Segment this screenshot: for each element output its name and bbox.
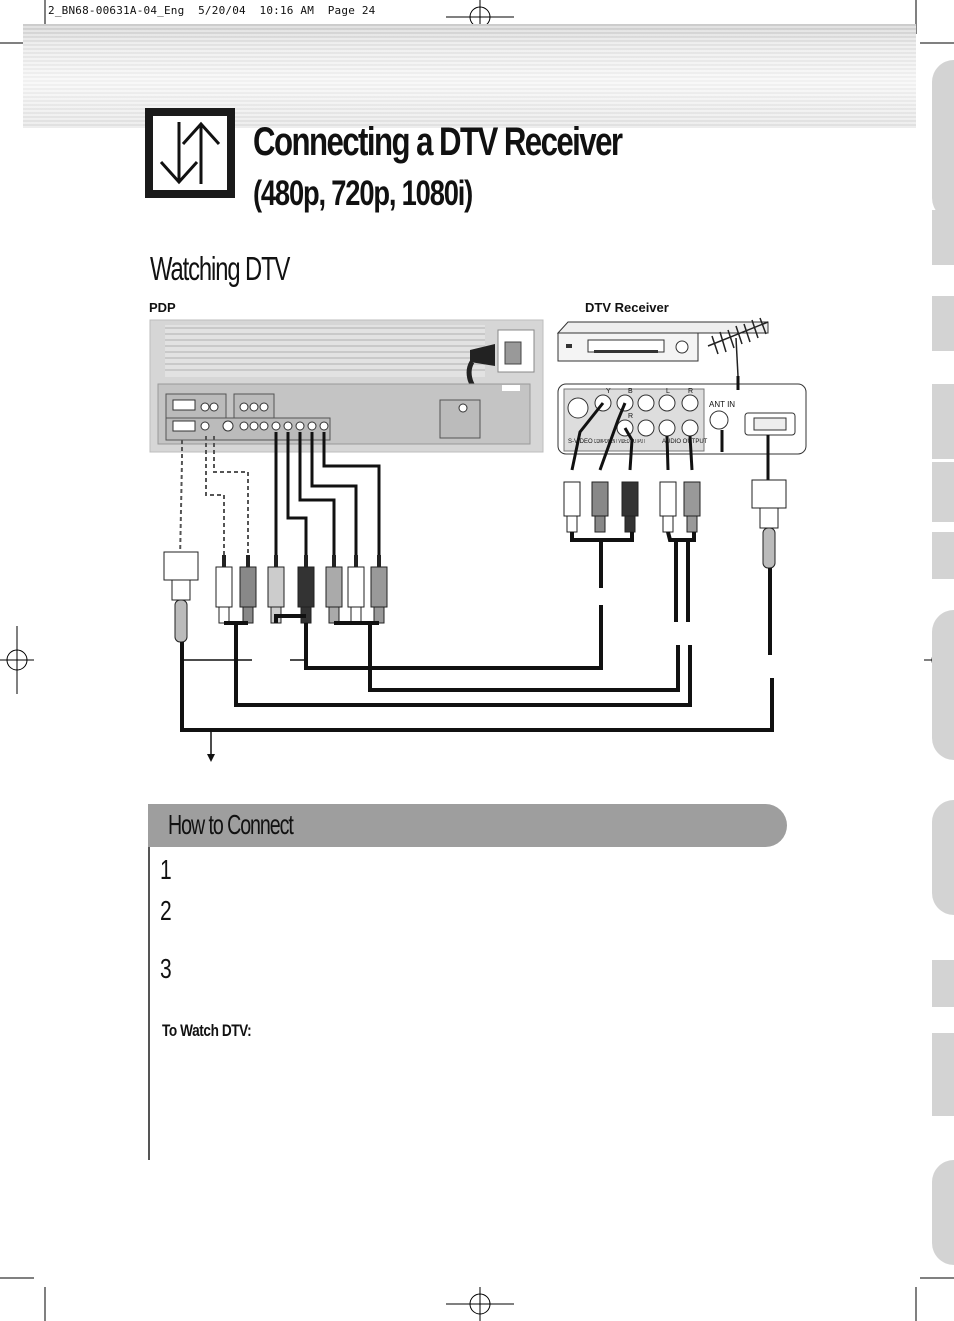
side-tab (932, 462, 954, 522)
side-tab (932, 532, 954, 579)
how-to-connect-title: How to Connect (168, 809, 294, 840)
jack-letter-l: L (666, 388, 670, 395)
s-video-label: S-VIDEO (568, 439, 593, 445)
how-to-connect-rule (148, 847, 150, 1160)
side-tab (932, 610, 954, 760)
pdp-label: PDP (149, 300, 176, 315)
dvi-plug-left (163, 551, 199, 643)
side-tab (932, 960, 954, 1007)
step-number: 1 (160, 854, 172, 885)
side-tab (932, 800, 954, 915)
side-tab (932, 210, 954, 265)
dtv-receiver-box (556, 317, 807, 455)
down-arrow-icon (207, 732, 215, 762)
step-number: 3 (160, 953, 172, 984)
rca-plug-row-left (215, 555, 388, 624)
side-tab (932, 1033, 954, 1116)
step-number: 2 (160, 895, 172, 926)
jack-letter-r: R (628, 413, 634, 420)
rca-plug-row-right (563, 481, 701, 533)
audio-output-label: AUDIO OUTPUT (662, 439, 708, 445)
component-video-output-label: COMPONENT VIDEO OUTPUT (594, 439, 646, 445)
page-subtitle: (480p, 720p, 1080i) (253, 174, 473, 213)
side-tab (932, 60, 954, 220)
jack-letter-r-audio: R (688, 388, 694, 395)
pdp-panel (149, 319, 544, 453)
jack-letter-y: Y (606, 388, 611, 395)
ant-in-label: ANT IN (709, 400, 736, 409)
how-to-connect-header: How to Connect (148, 804, 787, 847)
jack-letter-b: B (628, 388, 633, 395)
side-tab (932, 384, 954, 459)
dvi-plug-right (751, 479, 787, 569)
section-title: Watching DTV (150, 250, 290, 287)
connection-logo-icon (145, 108, 235, 198)
page-title: Connecting a DTV Receiver (253, 120, 623, 164)
connection-diagram (149, 317, 807, 762)
side-tab (932, 1160, 954, 1265)
side-tab (932, 296, 954, 351)
to-watch-dtv-heading: To Watch DTV: (162, 1021, 252, 1040)
print-header: 2_BN68-00631A-04_Eng 5/20/04 10:16 AM Pa… (48, 4, 376, 17)
dtv-receiver-label: DTV Receiver (585, 300, 669, 315)
